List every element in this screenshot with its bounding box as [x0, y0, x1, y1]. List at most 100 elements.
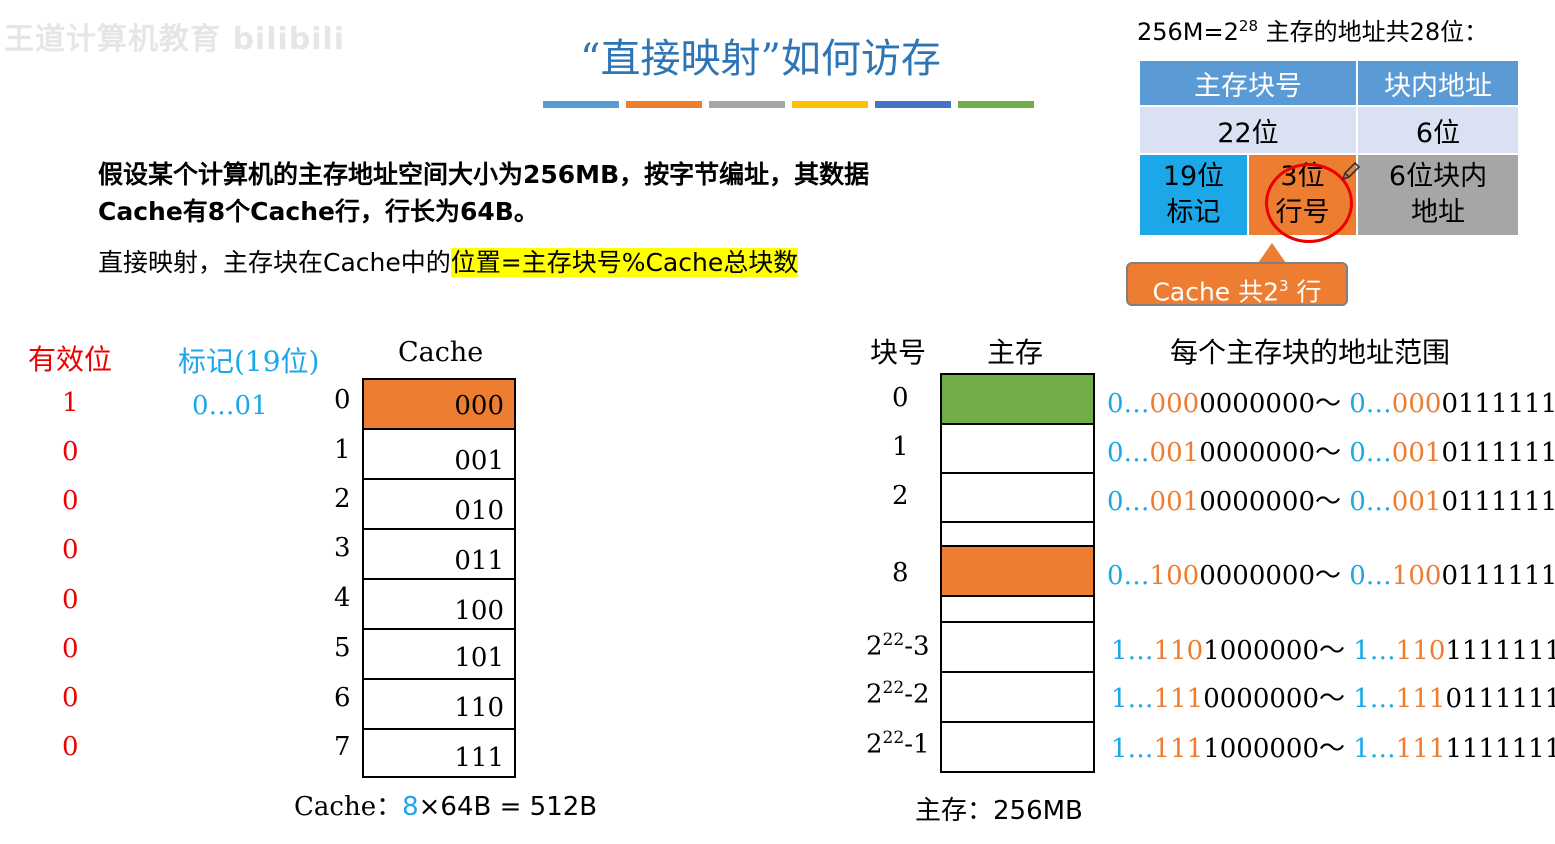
block-number-base: 2	[866, 679, 883, 710]
cache-line: 010	[364, 480, 514, 530]
bits-block-offset: 6位	[1356, 105, 1520, 155]
bits-block-number: 22位	[1138, 105, 1358, 155]
tag-field: 19位 标记	[1138, 153, 1249, 237]
range-start-end: 0000000	[1203, 684, 1319, 714]
header-block-number: 主存块号	[1138, 59, 1358, 107]
title-bar	[792, 101, 868, 108]
cache-line: 000	[364, 380, 514, 430]
block-number: 222-2	[866, 678, 930, 710]
range-sep: ～	[1318, 734, 1354, 764]
valid-bit: 0	[62, 634, 79, 664]
cache-size-caption: Cache：8×64B = 512B	[294, 786, 597, 823]
range-end-mid: 000	[1391, 389, 1442, 419]
memory-block	[942, 623, 1093, 673]
slide-title: “直接映射”如何访存	[580, 36, 941, 82]
cache-line: 111	[454, 743, 504, 773]
main-memory-blocks	[940, 373, 1095, 773]
range-start-prefix: 0…	[1107, 438, 1150, 468]
range-end-end: 0111111	[1441, 389, 1555, 419]
valid-bit: 0	[62, 732, 79, 762]
range-end-end: 0111111	[1445, 684, 1555, 714]
cache-index: 1	[334, 435, 351, 465]
cache-caption-count: 8	[402, 792, 419, 822]
mapping-rule: 直接映射，主存块在Cache中的位置=主存块号%Cache总块数	[98, 243, 799, 279]
range-end-prefix: 0…	[1349, 389, 1392, 419]
block-number-suffix: -1	[904, 729, 930, 760]
main-memory-label: 主存	[987, 336, 1044, 369]
title-color-bars	[543, 101, 1034, 108]
address-heading: 256M=228 主存的地址共28位：	[1137, 12, 1488, 47]
range-start-end: 0000000	[1199, 487, 1315, 517]
cache-index: 7	[334, 732, 351, 762]
range-end-end: 0111111	[1441, 487, 1555, 517]
cache-line: 011	[364, 530, 514, 580]
range-start-end: 0000000	[1199, 561, 1315, 591]
cache-lines: 000 001 010 011 100 101 110 111	[362, 378, 516, 778]
range-start-mid: 111	[1153, 734, 1204, 764]
tag-field-bits: 19位	[1162, 161, 1225, 192]
offset-field-l2: 地址	[1411, 197, 1465, 228]
range-sep: ～	[1314, 438, 1350, 468]
range-end-end: 0111111	[1441, 561, 1555, 591]
cache-index: 0	[334, 385, 351, 415]
memory-gap	[942, 597, 1093, 623]
range-end-prefix: 1…	[1353, 636, 1396, 666]
block-number: 222-3	[866, 630, 930, 662]
address-range: 0…0010000000～ 0…0010111111	[1107, 481, 1555, 518]
range-sep: ～	[1314, 487, 1350, 517]
callout-exp: 3	[1279, 277, 1289, 295]
block-number-label: 块号	[870, 336, 927, 369]
cache-rows-callout: Cache 共23 行	[1126, 262, 1348, 306]
callout-text-a: Cache 共2	[1152, 277, 1280, 307]
block-number-suffix: -3	[904, 631, 930, 662]
cache-index: 4	[334, 583, 351, 613]
range-end-mid: 111	[1395, 684, 1446, 714]
range-end-end: 0111111	[1441, 438, 1555, 468]
tag-field-name: 标记	[1166, 197, 1221, 228]
tag-value: 0…01	[192, 391, 268, 421]
offset-field: 6位块内 地址	[1356, 153, 1520, 237]
title-bar	[958, 101, 1034, 108]
cache-line: 110	[364, 680, 514, 730]
cache-index: 3	[334, 533, 351, 563]
address-heading-b: 主存的地址共28位：	[1258, 18, 1489, 46]
address-range-label: 每个主存块的地址范围	[1170, 336, 1451, 369]
range-end-mid: 100	[1391, 561, 1442, 591]
range-end-mid: 001	[1391, 487, 1442, 517]
address-range: 1…1110000000～ 1…1110111111	[1111, 678, 1555, 715]
cache-caption-a: Cache：	[294, 792, 403, 822]
block-number: 8	[892, 558, 909, 588]
cache-line: 001	[364, 430, 514, 480]
range-start-mid: 001	[1149, 487, 1200, 517]
range-end-end: 1111111	[1445, 734, 1555, 764]
tag-label: 标记(19位)	[178, 345, 320, 378]
range-start-end: 1000000	[1203, 734, 1319, 764]
memory-block	[942, 723, 1093, 771]
range-start-mid: 000	[1149, 389, 1200, 419]
block-number: 2	[892, 481, 909, 511]
cache-line: 100	[364, 580, 514, 630]
range-end-end: 1111111	[1445, 636, 1555, 666]
block-number-exp: 22	[882, 630, 905, 650]
valid-bit: 0	[62, 585, 79, 615]
cache-index: 2	[334, 484, 351, 514]
cache-index: 5	[334, 633, 351, 663]
range-end-prefix: 0…	[1349, 438, 1392, 468]
range-end-mid: 110	[1395, 636, 1446, 666]
range-end-mid: 111	[1395, 734, 1446, 764]
cache-index: 6	[334, 683, 351, 713]
memory-block	[942, 375, 1093, 425]
memory-block	[942, 474, 1093, 523]
title-bar	[626, 101, 702, 108]
block-number-base: 2	[866, 631, 883, 662]
valid-bit: 0	[62, 486, 79, 516]
range-start-end: 1000000	[1203, 636, 1319, 666]
main-memory-caption: 主存：256MB	[915, 796, 1083, 826]
valid-bit: 0	[62, 683, 79, 713]
range-start-mid: 100	[1149, 561, 1200, 591]
title-bar	[543, 101, 619, 108]
block-number-suffix: -2	[904, 679, 930, 710]
mapping-rule-highlight: 位置=主存块号%Cache总块数	[450, 248, 799, 277]
header-block-offset: 块内地址	[1356, 59, 1520, 107]
valid-bit: 1	[62, 388, 79, 418]
